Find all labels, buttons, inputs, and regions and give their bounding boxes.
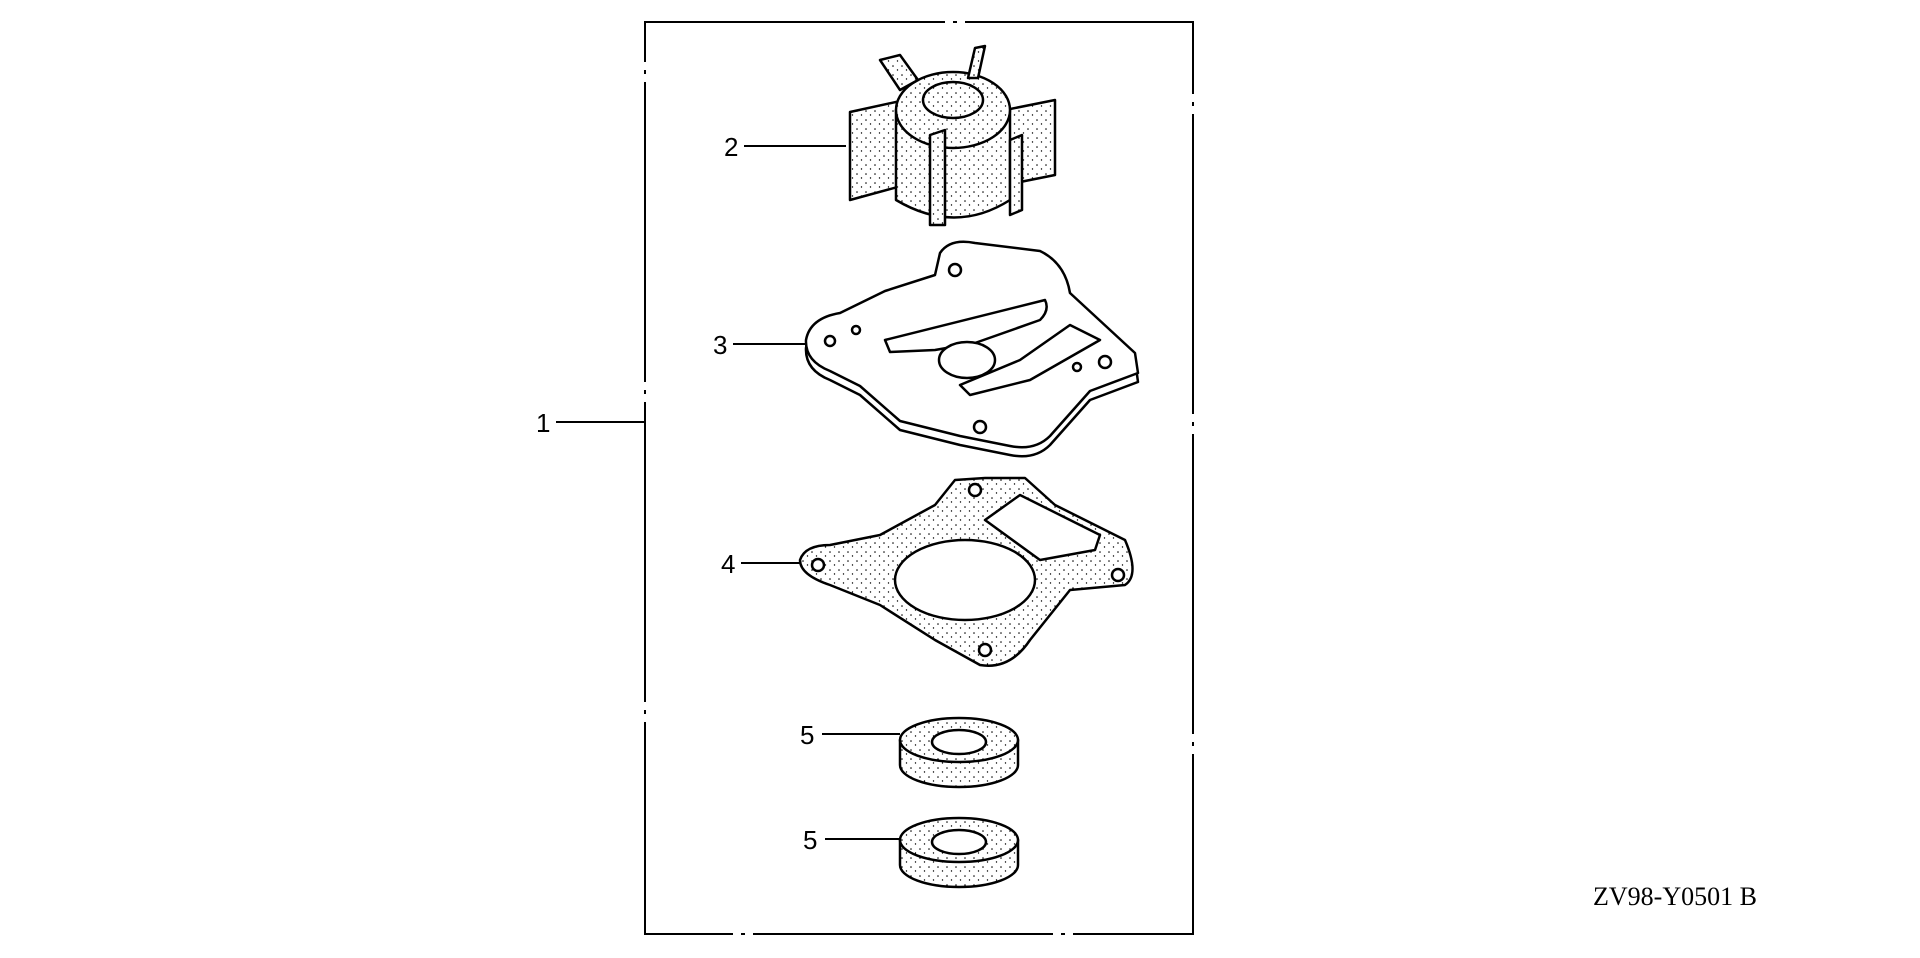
callout-1-label: 1 <box>536 408 550 438</box>
seal-upper[interactable] <box>898 716 1020 789</box>
callout-5b-label: 5 <box>803 825 817 855</box>
callout-5a-label: 5 <box>800 720 814 750</box>
drawing-code: ZV98-Y0501 B <box>1593 882 1757 911</box>
seal-lower[interactable] <box>898 816 1020 889</box>
gasket[interactable] <box>798 476 1134 667</box>
callout-2-label: 2 <box>724 132 738 162</box>
impeller[interactable] <box>848 44 1057 227</box>
plate[interactable] <box>804 240 1140 458</box>
callout-3-label: 3 <box>713 330 727 360</box>
kit-frame <box>644 21 1194 935</box>
callout-4-label: 4 <box>721 549 735 579</box>
